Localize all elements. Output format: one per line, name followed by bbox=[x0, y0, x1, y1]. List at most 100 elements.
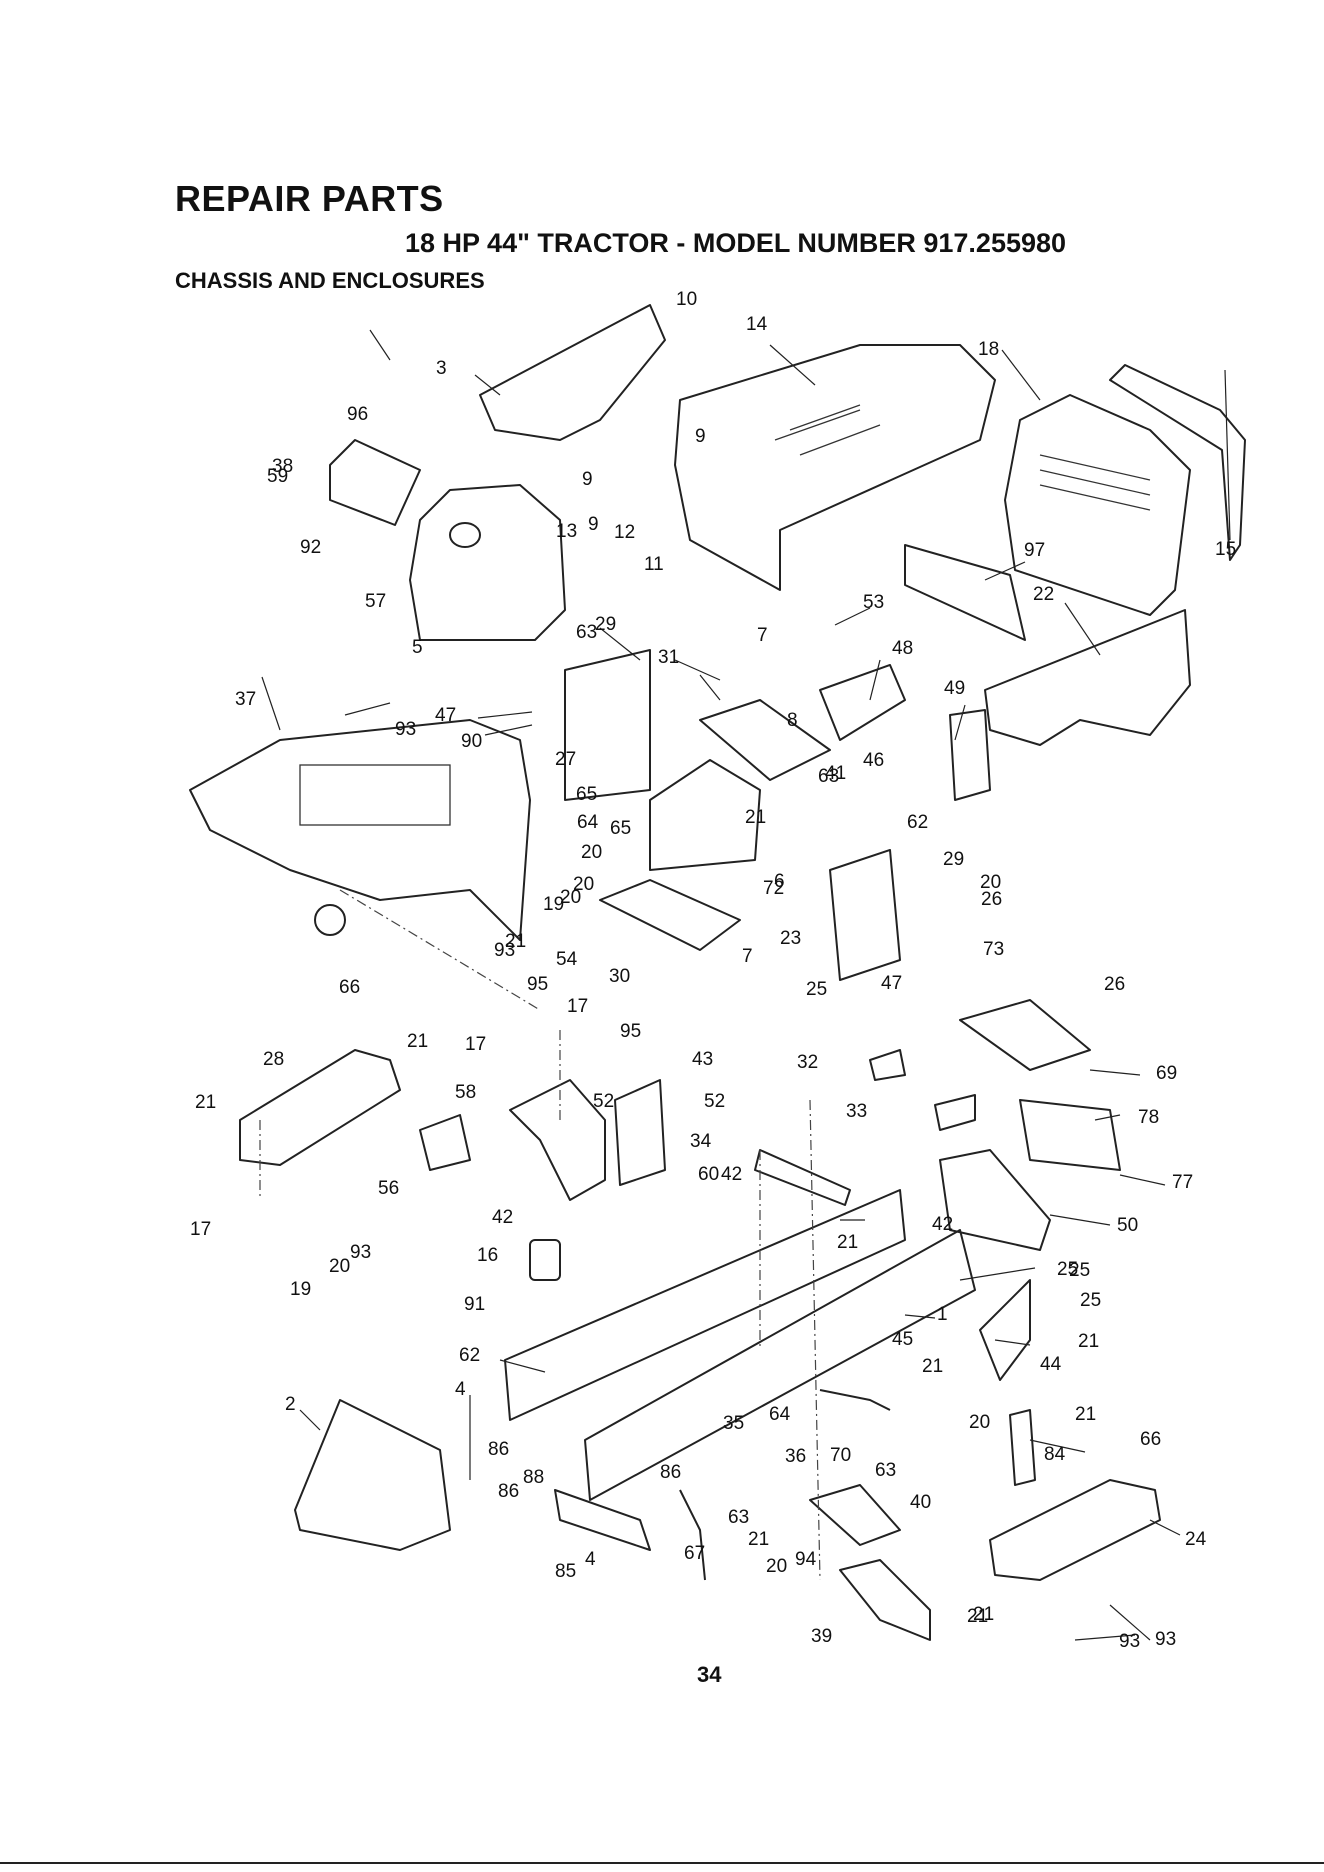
part-number-label: 30 bbox=[609, 966, 630, 987]
part-number-label: 85 bbox=[555, 1561, 576, 1582]
part-number-label: 90 bbox=[461, 731, 482, 752]
part-number-label: 95 bbox=[527, 974, 548, 995]
part-number-label: 63 bbox=[576, 622, 597, 643]
part-number-label: 32 bbox=[797, 1052, 818, 1073]
part-number-label: 48 bbox=[892, 638, 913, 659]
part-number-label: 8 bbox=[787, 710, 798, 731]
part-number-label: 4 bbox=[455, 1379, 466, 1400]
part-number-label: 37 bbox=[235, 689, 256, 710]
part-number-label: 84 bbox=[1044, 1444, 1066, 1465]
part-number-label: 47 bbox=[435, 705, 456, 726]
part-number-label: 62 bbox=[459, 1345, 480, 1366]
part-number-label: 19 bbox=[290, 1279, 311, 1300]
part-number-label: 3 bbox=[436, 358, 447, 379]
part-number-label: 58 bbox=[455, 1082, 476, 1103]
page-title: REPAIR PARTS bbox=[175, 178, 444, 219]
part-number-label: 15 bbox=[1215, 539, 1236, 560]
part-number-label: 63 bbox=[818, 766, 839, 787]
part-number-label: 21 bbox=[973, 1604, 994, 1625]
part-number-label: 69 bbox=[1156, 1063, 1177, 1084]
page-number: 34 bbox=[697, 1662, 722, 1687]
part-number-label: 47 bbox=[881, 973, 902, 994]
part-number-label: 64 bbox=[577, 812, 599, 833]
part-number-label: 28 bbox=[263, 1049, 284, 1070]
part-number-label: 14 bbox=[746, 314, 768, 335]
part-number-label: 42 bbox=[492, 1207, 513, 1228]
part-number-label: 95 bbox=[620, 1021, 641, 1042]
part-number-label: 20 bbox=[766, 1556, 787, 1577]
part-number-label: 29 bbox=[595, 614, 616, 635]
part-number-label: 25 bbox=[1069, 1260, 1090, 1281]
part-number-label: 4 bbox=[585, 1549, 596, 1570]
part-number-label: 13 bbox=[556, 521, 577, 542]
leader-lines bbox=[261, 329, 1231, 1641]
part-number-label: 17 bbox=[465, 1034, 486, 1055]
part-number-label: 77 bbox=[1172, 1172, 1193, 1193]
part-number-label: 66 bbox=[339, 977, 360, 998]
part-number-label: 20 bbox=[560, 887, 581, 908]
part-number-label: 93 bbox=[1155, 1629, 1176, 1650]
bottom-rule bbox=[0, 1862, 1324, 1864]
part-number-label: 93 bbox=[1119, 1631, 1140, 1652]
part-number-label: 60 bbox=[698, 1164, 719, 1185]
part-number-label: 7 bbox=[757, 625, 768, 646]
part-number-label: 21 bbox=[505, 931, 526, 952]
part-number-label: 64 bbox=[769, 1404, 791, 1425]
part-number-label: 26 bbox=[981, 889, 1002, 910]
part-number-label: 93 bbox=[395, 719, 416, 740]
part-number-label: 23 bbox=[780, 928, 801, 949]
part-number-label: 66 bbox=[1140, 1429, 1161, 1450]
part-number-label: 35 bbox=[723, 1413, 744, 1434]
section-heading: CHASSIS AND ENCLOSURES bbox=[175, 268, 485, 293]
part-number-label: 31 bbox=[658, 647, 679, 668]
part-number-label: 59 bbox=[267, 466, 288, 487]
part-number-label: 6 bbox=[774, 871, 785, 892]
part-number-label: 36 bbox=[785, 1446, 806, 1467]
part-number-label: 26 bbox=[1104, 974, 1125, 995]
part-number-label: 43 bbox=[692, 1049, 713, 1070]
part-number-label: 86 bbox=[498, 1481, 519, 1502]
part-number-label: 25 bbox=[1080, 1290, 1101, 1311]
part-number-label: 96 bbox=[347, 404, 368, 425]
part-number-label: 46 bbox=[863, 750, 884, 771]
part-number-label: 92 bbox=[300, 537, 321, 558]
part-number-label: 65 bbox=[576, 784, 597, 805]
part-number-label: 10 bbox=[676, 289, 697, 310]
part-number-label: 20 bbox=[329, 1256, 350, 1277]
part-number-label: 24 bbox=[1185, 1529, 1207, 1550]
part-number-label: 57 bbox=[365, 591, 386, 612]
part-number-label: 88 bbox=[523, 1467, 544, 1488]
part-number-label: 21 bbox=[967, 1606, 988, 1627]
part-number-label: 67 bbox=[684, 1543, 705, 1564]
part-number-label: 42 bbox=[932, 1214, 953, 1235]
part-number-label: 21 bbox=[745, 807, 766, 828]
part-drawings bbox=[189, 304, 1246, 1641]
part-number-label: 29 bbox=[943, 849, 964, 870]
part-number-label: 17 bbox=[190, 1219, 211, 1240]
part-number-label: 93 bbox=[494, 940, 515, 961]
part-number-label: 21 bbox=[922, 1356, 943, 1377]
part-number-label: 53 bbox=[863, 592, 884, 613]
part-number-label: 7 bbox=[742, 946, 753, 967]
part-number-label: 21 bbox=[1078, 1331, 1099, 1352]
part-number-label: 70 bbox=[830, 1445, 851, 1466]
part-number-label: 45 bbox=[892, 1329, 913, 1350]
part-number-label: 20 bbox=[980, 872, 1001, 893]
part-number-label: 42 bbox=[721, 1164, 742, 1185]
part-number-label: 25 bbox=[1057, 1259, 1078, 1280]
part-number-label: 63 bbox=[728, 1507, 749, 1528]
part-number-label: 21 bbox=[748, 1529, 769, 1550]
part-number-label: 65 bbox=[610, 818, 631, 839]
part-number-label: 21 bbox=[837, 1232, 858, 1253]
part-number-label: 63 bbox=[875, 1460, 896, 1481]
part-number-label: 94 bbox=[795, 1549, 817, 1570]
part-number-label: 78 bbox=[1138, 1107, 1159, 1128]
part-number-label: 73 bbox=[983, 939, 1004, 960]
part-number-label: 54 bbox=[556, 949, 578, 970]
part-number-label: 2 bbox=[285, 1394, 296, 1415]
part-number-label: 38 bbox=[272, 456, 293, 477]
part-number-label: 9 bbox=[588, 514, 599, 535]
part-number-label: 52 bbox=[704, 1091, 725, 1112]
part-number-label: 1 bbox=[937, 1304, 948, 1325]
